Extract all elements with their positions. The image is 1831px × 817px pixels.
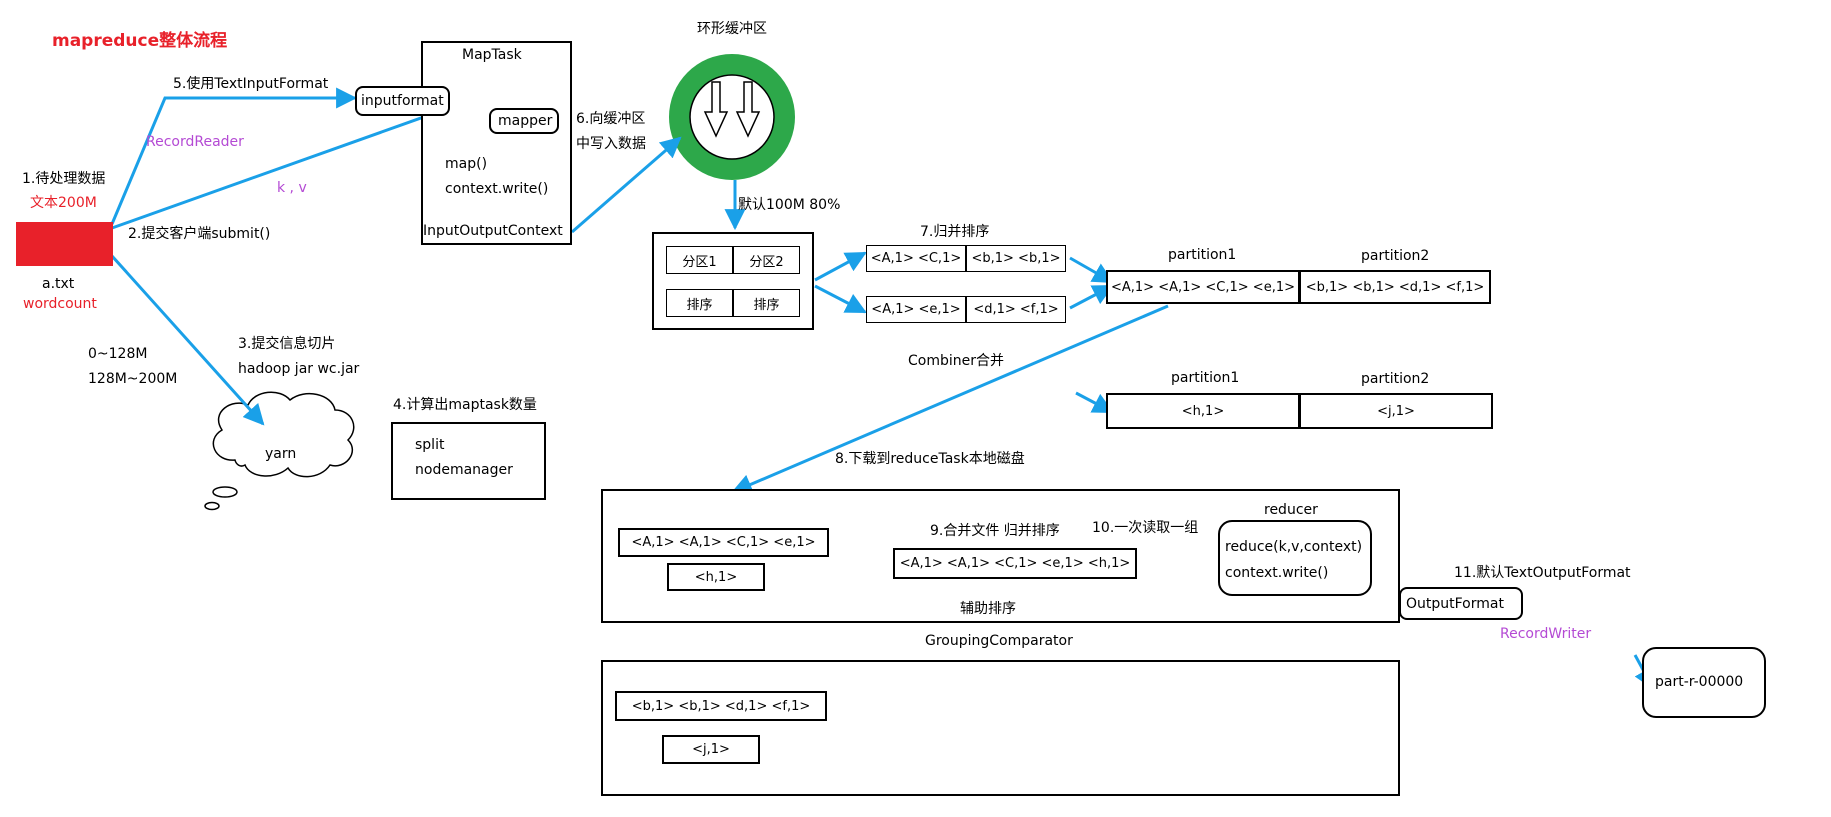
- step3-label: 3.提交信息切片: [238, 336, 336, 352]
- inputformat-box: [355, 86, 450, 116]
- arrow-spill-to-merge1: [814, 251, 867, 282]
- merge-row1-a: <A,1> <C,1>: [866, 245, 966, 272]
- reduce-input-4: <j,1>: [662, 735, 760, 764]
- mapper-box: [489, 108, 559, 134]
- map-function: map(): [445, 156, 488, 172]
- merge-row2-a: <A,1> <e,1>: [866, 296, 966, 323]
- partition1-label-2: partition1: [1171, 370, 1240, 386]
- partition1-label: partition1: [1168, 247, 1237, 263]
- partition2-data: <b,1> <b,1> <d,1> <f,1>: [1299, 270, 1491, 304]
- partition2-data-2: <j,1>: [1299, 393, 1493, 429]
- input-data-block: [16, 222, 113, 266]
- arrow-to-yarn: [110, 254, 265, 426]
- arrow-to-inputformat: [110, 87, 358, 225]
- reduce-input-2: <h,1>: [667, 563, 765, 591]
- step4-label: 4.计算出maptask数量: [393, 397, 537, 413]
- merge-row1-b: <b,1> <b,1>: [966, 245, 1066, 272]
- step1-label: 1.待处理数据: [22, 171, 106, 187]
- output-format-label: OutputFormat: [1406, 596, 1504, 612]
- ring-buffer-label: 环形缓冲区: [697, 21, 767, 37]
- partition-cell-2: 分区2: [733, 246, 800, 274]
- split-label: split: [415, 437, 445, 453]
- default-size-label: 默认100M 80%: [738, 197, 841, 213]
- step11-label: 11.默认TextOutputFormat: [1454, 565, 1631, 581]
- context-write: context.write(): [445, 181, 549, 197]
- record-reader-label: RecordReader: [146, 134, 244, 150]
- input-size-label: 文本200M: [30, 195, 97, 211]
- nodemanager-label: nodemanager: [415, 462, 513, 478]
- arrow-merge2-to-partition: [1069, 284, 1114, 310]
- reduce-function: reduce(k,v,context): [1225, 539, 1363, 555]
- step9-label: 9.合并文件 归并排序: [930, 523, 1060, 539]
- step6b-label: 中写入数据: [576, 136, 646, 152]
- split-range-1: 0~128M: [88, 346, 148, 362]
- sort-cell-2: 排序: [733, 289, 800, 317]
- partition1-data: <A,1> <A,1> <C,1> <e,1>: [1106, 270, 1300, 304]
- record-writer-label: RecordWriter: [1500, 626, 1592, 642]
- inputformat-label: inputformat: [361, 93, 444, 109]
- partition2-label: partition2: [1361, 248, 1430, 264]
- grouping-comparator-label: GroupingComparator: [925, 633, 1073, 649]
- step8-label: 8.下载到reduceTask本地磁盘: [835, 451, 1025, 467]
- reduce-input-3: <b,1> <b,1> <d,1> <f,1>: [615, 691, 827, 721]
- step2-label: 2.提交客户端submit(): [128, 226, 271, 242]
- reduce-input-1: <A,1> <A,1> <C,1> <e,1>: [618, 528, 829, 557]
- merged-file: <A,1> <A,1> <C,1> <e,1> <h,1>: [893, 548, 1137, 579]
- merge-row2-b: <d,1> <f,1>: [966, 296, 1066, 323]
- step3b-label: hadoop jar wc.jar: [238, 361, 360, 377]
- page-title: mapreduce整体流程: [52, 31, 228, 51]
- step10-label: 10.一次读取一组: [1092, 520, 1199, 536]
- buffer-down-arrow-right: [735, 81, 761, 138]
- arrow-merge1-to-partition: [1069, 256, 1114, 284]
- input-output-context: InputOutputContext: [423, 223, 563, 239]
- kv-label: k , v: [277, 180, 307, 196]
- reducer-box: [1218, 520, 1372, 596]
- reduce-task-box-2: [601, 660, 1400, 796]
- arrow-partition-to-reduce: [731, 304, 1169, 495]
- combiner-label: Combiner合并: [908, 353, 1004, 369]
- split-range-2: 128M~200M: [88, 371, 178, 387]
- part-file-label: part-r-00000: [1655, 674, 1744, 690]
- aux-sort-label: 辅助排序: [960, 601, 1016, 617]
- partition2-label-2: partition2: [1361, 371, 1430, 387]
- sort-cell-1: 排序: [666, 289, 733, 317]
- step6a-label: 6.向缓冲区: [576, 111, 646, 127]
- partition-cell-1: 分区1: [666, 246, 733, 274]
- step5-label: 5.使用TextInputFormat: [173, 76, 329, 92]
- step7-label: 7.归并排序: [920, 224, 990, 240]
- maptask-box: [421, 41, 572, 245]
- job-name: wordcount: [23, 296, 97, 312]
- partition1-data-2: <h,1>: [1106, 393, 1300, 429]
- yarn-label: yarn: [265, 446, 297, 462]
- reducer-title: reducer: [1264, 502, 1318, 518]
- input-file-name: a.txt: [42, 276, 75, 292]
- buffer-down-arrow-left: [703, 81, 729, 138]
- maptask-title: MapTask: [462, 47, 522, 63]
- mapper-label: mapper: [498, 113, 553, 129]
- arrow-spill-to-merge2: [814, 284, 867, 314]
- arrow-to-buffer: [571, 136, 682, 234]
- part-file-box: [1642, 647, 1766, 718]
- output-format-box: [1399, 587, 1523, 620]
- split-info-box: [391, 422, 546, 500]
- reducer-context-write: context.write(): [1225, 565, 1329, 581]
